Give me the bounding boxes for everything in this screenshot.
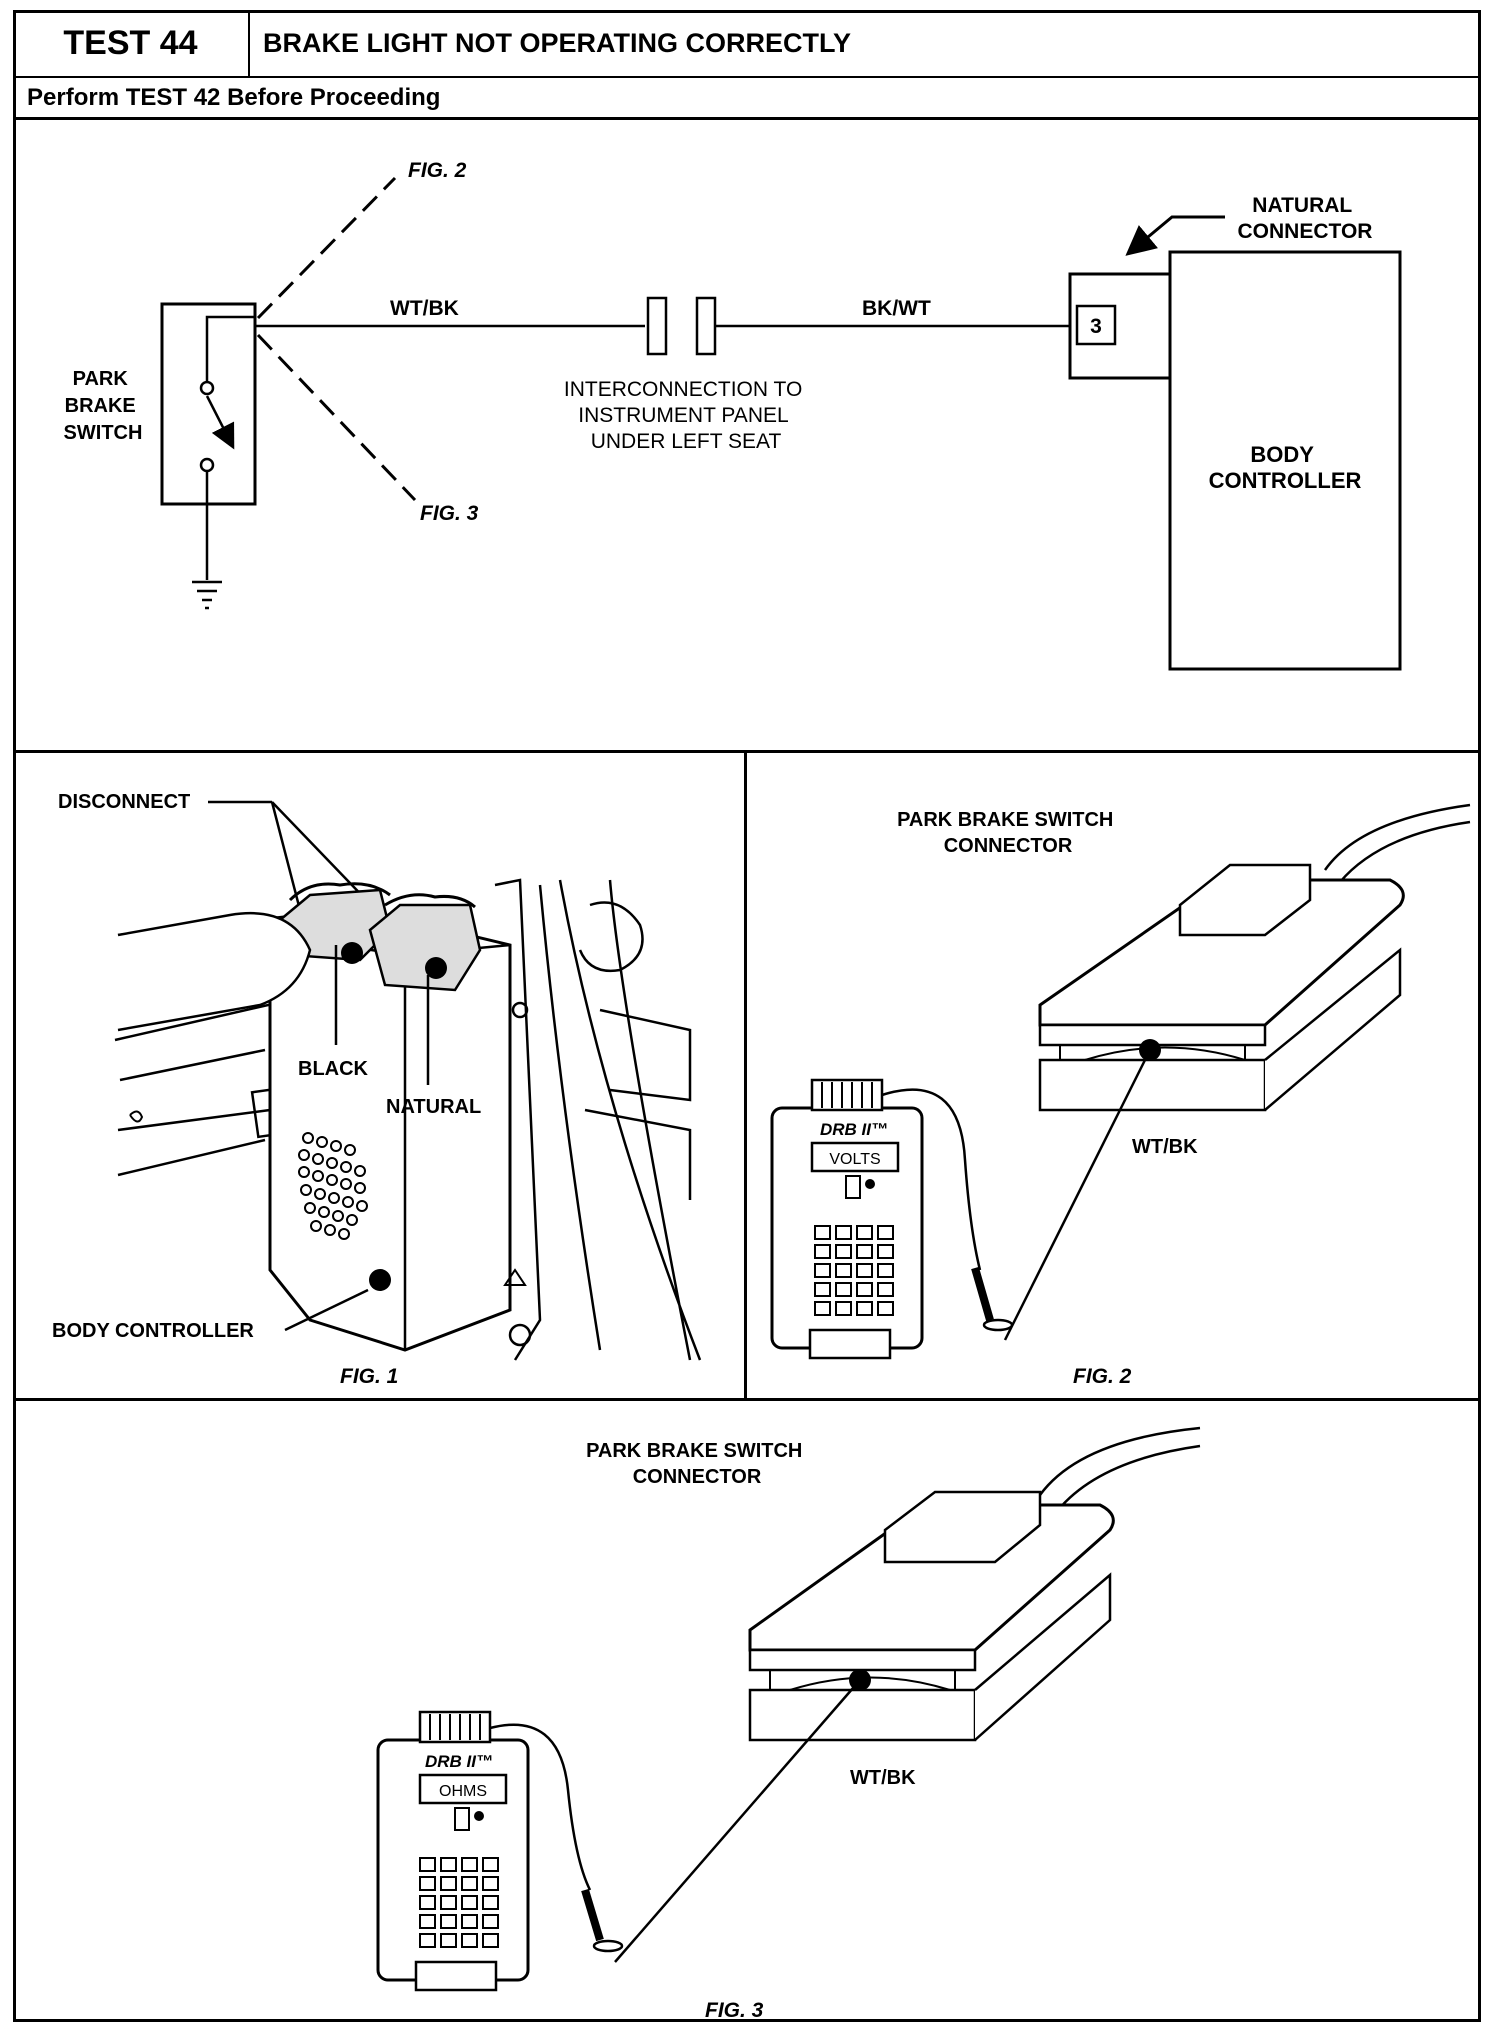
connector-pointer-arrow bbox=[1125, 215, 1225, 256]
fig3-connector-cap bbox=[883, 1490, 1042, 1564]
fig2: PARK BRAKE SWITCH CONNECTOR WT/BK DRB II… bbox=[770, 803, 1471, 1388]
prerequisite-text: Perform TEST 42 Before Proceeding bbox=[27, 84, 441, 111]
fig1: DISCONNECT bbox=[52, 791, 702, 1388]
switch-label: PARK BRAKE SWITCH bbox=[64, 368, 143, 444]
fig2-probe-lead bbox=[1003, 1049, 1152, 1341]
fig2-caption: FIG. 2 bbox=[1073, 1365, 1132, 1388]
disconnect-leader-1 bbox=[270, 801, 302, 911]
fig3-meter-display bbox=[418, 1773, 508, 1805]
pillar-lines bbox=[494, 878, 702, 1361]
fig3-meter-plug bbox=[418, 1710, 492, 1744]
test-number: TEST 44 bbox=[13, 10, 250, 76]
switch-contact-bottom bbox=[199, 457, 215, 473]
natural-connector-dot bbox=[425, 957, 447, 979]
interconnection-label: INTERCONNECTION TO INSTRUMENT PANEL UNDE… bbox=[564, 378, 808, 453]
wire-right-label: BK/WT bbox=[862, 297, 931, 320]
test-title: BRAKE LIGHT NOT OPERATING CORRECTLY bbox=[263, 27, 852, 58]
divider-fig3 bbox=[13, 1398, 1481, 1401]
fig2-connector-base bbox=[1038, 1058, 1267, 1112]
vent-holes bbox=[298, 1132, 368, 1240]
page-frame bbox=[13, 10, 1481, 2022]
fig2-keypad bbox=[814, 1225, 894, 1316]
natural-connector-plug bbox=[368, 903, 482, 992]
fig2-meter-brand: DRB II™ bbox=[820, 1120, 888, 1139]
fig3-dashed-leader bbox=[256, 333, 417, 502]
disconnect-label: DISCONNECT bbox=[58, 791, 190, 813]
ground-icon bbox=[192, 580, 222, 610]
prerequisite-row: Perform TEST 42 Before Proceeding bbox=[13, 78, 1481, 120]
fig3: PARK BRAKE SWITCH CONNECTOR WT/BK DRB II… bbox=[376, 1426, 1201, 2022]
body-controller-box bbox=[1168, 250, 1402, 671]
fig2-connector-top bbox=[1038, 878, 1405, 1027]
body-controller-label: BODY CONTROLLER bbox=[1209, 442, 1362, 493]
header-row: TEST 44 BRAKE LIGHT NOT OPERATING CORREC… bbox=[13, 10, 1481, 78]
body-controller-label-fig1: BODY CONTROLLER bbox=[52, 1320, 254, 1342]
fig2-reference: FIG. 2 bbox=[408, 159, 467, 182]
fig2-wire-label: WT/BK bbox=[1132, 1136, 1198, 1158]
divider-fig1-fig2 bbox=[744, 750, 747, 1400]
fig1-caption: FIG. 1 bbox=[340, 1365, 398, 1388]
fig3-connector-base bbox=[748, 1688, 977, 1742]
switch-internal-wire bbox=[205, 315, 255, 388]
fig2-title: PARK BRAKE SWITCH CONNECTOR bbox=[897, 809, 1119, 857]
park-brake-switch-box bbox=[160, 302, 257, 506]
fig3-keypad bbox=[419, 1857, 499, 1948]
fig3-wire-label: WT/BK bbox=[850, 1767, 916, 1789]
fig3-probe-lead bbox=[614, 1679, 861, 1963]
natural-connector-label: NATURAL CONNECTOR bbox=[1238, 194, 1373, 243]
fig2-connector-cap bbox=[1178, 863, 1312, 937]
schematic: FIG. 2 FIG. 3 PARK BRAKE SWITCH WT/BK BK… bbox=[64, 159, 1402, 671]
divider-schematic bbox=[13, 750, 1481, 753]
wire-left-label: WT/BK bbox=[390, 297, 459, 320]
fig3-title: PARK BRAKE SWITCH CONNECTOR bbox=[586, 1440, 808, 1488]
fig3-connector-top bbox=[748, 1503, 1115, 1652]
fig3-caption: FIG. 3 bbox=[705, 1999, 764, 2022]
black-connector-dot bbox=[341, 942, 363, 964]
fig3-meter-brand: DRB II™ bbox=[425, 1752, 493, 1771]
fig2-dashed-leader bbox=[256, 176, 397, 320]
pin-3-box bbox=[1075, 304, 1117, 346]
black-label: BLACK bbox=[298, 1058, 369, 1080]
body-controller-dot bbox=[369, 1269, 391, 1291]
switch-blade bbox=[205, 395, 235, 450]
interconnect-left-half bbox=[646, 296, 668, 356]
fig2-meter-mode: VOLTS bbox=[829, 1151, 880, 1168]
fig3-reference: FIG. 3 bbox=[420, 502, 479, 525]
interconnect-right-half bbox=[695, 296, 717, 356]
switch-contact-top bbox=[199, 380, 215, 396]
pin-number: 3 bbox=[1090, 315, 1102, 338]
natural-label: NATURAL bbox=[386, 1096, 481, 1118]
fig3-meter-mode: OHMS bbox=[439, 1783, 487, 1800]
hand-outline bbox=[117, 911, 312, 1032]
fig2-meter-display bbox=[810, 1141, 900, 1173]
